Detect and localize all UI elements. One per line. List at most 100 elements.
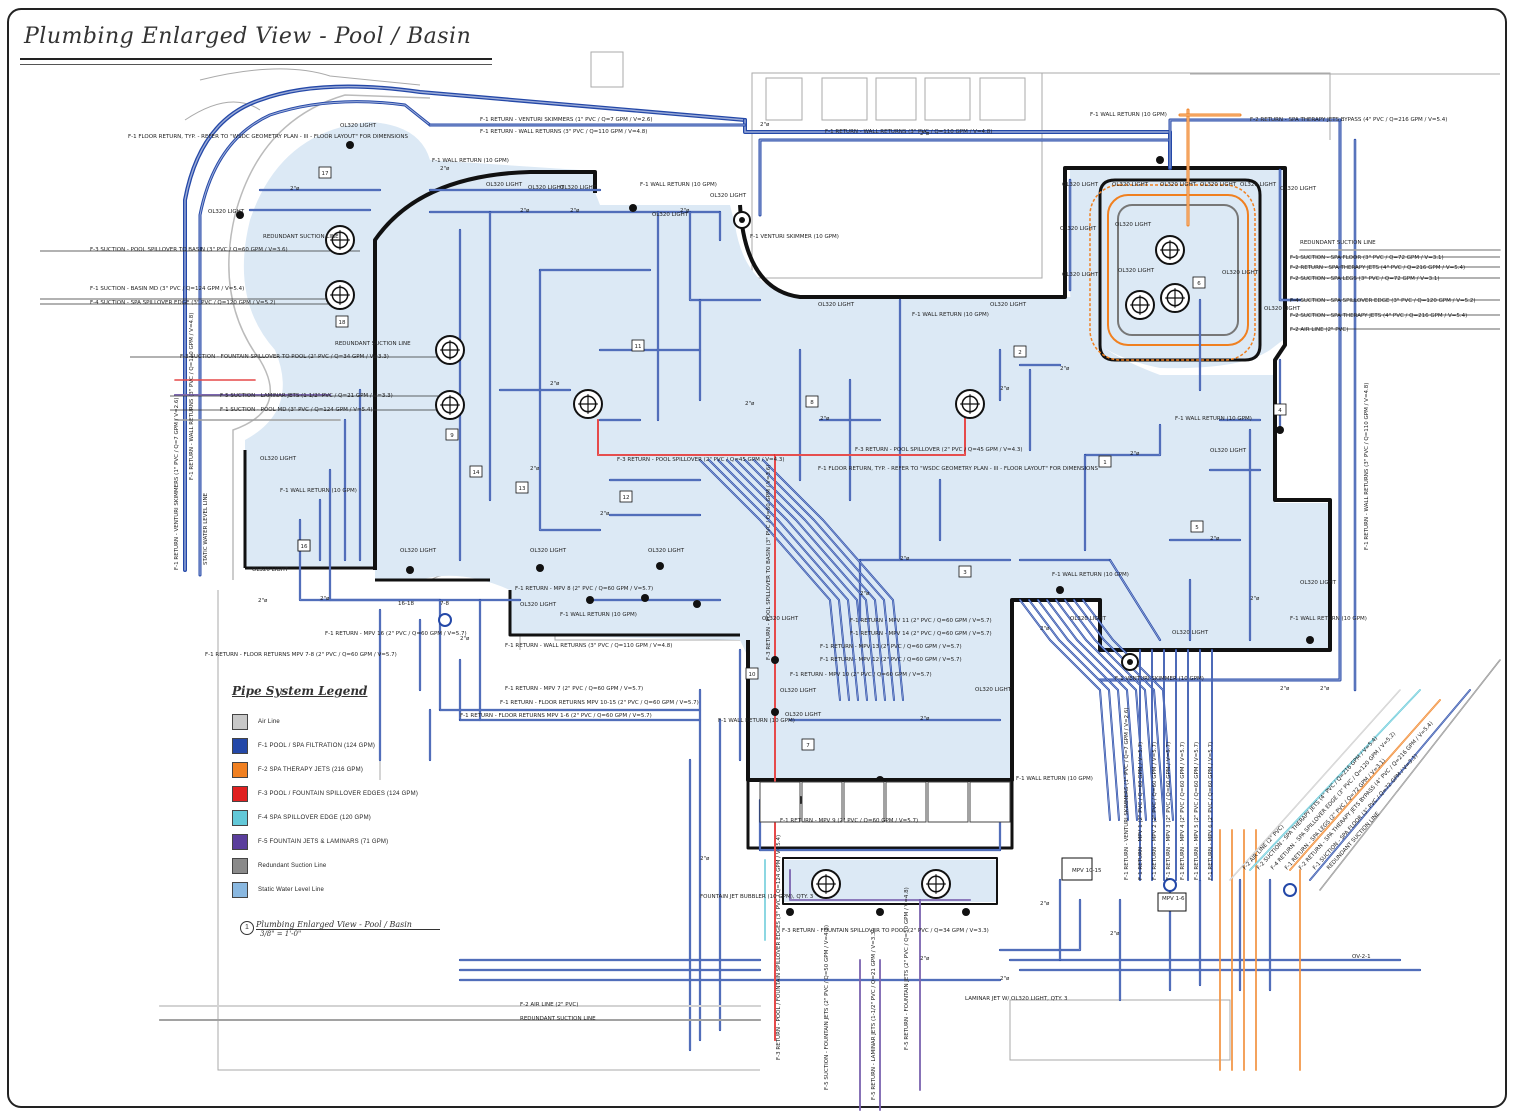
light-label-11: OL320 LIGHT xyxy=(1160,182,1197,188)
pipe-size-tag: 2"ø xyxy=(570,208,580,214)
fountain-compartment-1 xyxy=(801,781,843,823)
pipe-mpv-fan-6-core xyxy=(753,459,895,701)
pipe-return-64 xyxy=(998,898,1082,952)
pipe-spa-spill-diag-core xyxy=(1249,689,1421,871)
main-drain-5-cross xyxy=(960,394,980,414)
fountain-compartment-2 xyxy=(843,781,885,823)
pipe-floor-diag-core xyxy=(1309,689,1471,881)
pipe-size-tag: 2"ø xyxy=(530,466,540,472)
light-label-7: OL320 LIGHT xyxy=(818,302,855,308)
wall-return-label-5: F-1 WALL RETURN (10 GPM) xyxy=(1290,616,1367,622)
label-spa-therapy: F-2 RETURN - SPA THERAPY JETS (4" PVC / … xyxy=(1290,265,1465,271)
zone-tag-box xyxy=(745,667,759,680)
legend-swatch xyxy=(232,810,248,826)
light-label-12: OL320 LIGHT xyxy=(1200,182,1237,188)
pipe-mpv-fan-right-3-core xyxy=(1046,599,1138,821)
light-fixture-9 xyxy=(236,211,244,219)
venturi-skimmer-core-1 xyxy=(1127,659,1133,665)
annotation-labels: F-1 RETURN - VENTURI SKIMMERS (1" PVC / … xyxy=(90,117,1476,1100)
legend-label: F-4 SPA SPILLOVER EDGE (120 GPM) xyxy=(258,815,371,821)
light-label-15: OL320 LIGHT xyxy=(1062,272,1099,278)
label-wall-returns-right-v: F-1 RETURN - WALL RETURNS (3" PVC / Q=11… xyxy=(1364,383,1370,550)
drawing-title: Plumbing Enlarged View - Pool / Basin xyxy=(24,24,472,49)
fountain-compartment-4 xyxy=(927,781,969,823)
zone-tag-box xyxy=(958,565,972,578)
light-fixture-2 xyxy=(586,596,594,604)
light-label-0: OL320 LIGHT xyxy=(340,123,377,129)
light-label-22: OL320 LIGHT xyxy=(400,548,437,554)
zone-tag-label: 16 xyxy=(301,544,308,550)
label-mpv-1-6: MPV 1-6 xyxy=(1162,896,1185,902)
sheet-border xyxy=(7,8,1507,1108)
zone-tag-box xyxy=(1190,520,1204,533)
pipe-size-tag: 2"ø xyxy=(520,208,530,214)
main-drain-2-cross xyxy=(440,340,460,360)
wall-return-label-8: F-1 WALL RETURN (10 GPM) xyxy=(718,718,795,724)
zone-tag-label: 2 xyxy=(1018,350,1022,356)
label-suction-basin-md: F-1 SUCTION - BASIN MD (3" PVC / Q=124 G… xyxy=(90,286,244,292)
label-air-line-bottom: F-2 AIR LINE (2" PVC) xyxy=(520,1002,578,1008)
pipe-top-wall-core xyxy=(759,139,1171,216)
light-label-16: OL320 LIGHT xyxy=(1264,306,1301,312)
label-venturi-v: F-1 RETURN - VENTURI SKIMMERS (1" PVC / … xyxy=(174,398,180,571)
main-drain-7-cross xyxy=(1165,288,1185,308)
title-underline xyxy=(20,58,492,60)
light-label-2: OL320 LIGHT xyxy=(486,182,523,188)
light-label-23: OL320 LIGHT xyxy=(520,602,557,608)
main-drain-10-cross xyxy=(926,874,946,894)
pipe-size-tag: 2"ø xyxy=(1110,931,1120,937)
pipe-return-25-core xyxy=(1084,424,1161,456)
pipe-size-tag: 2"ø xyxy=(920,956,930,962)
light-fixture-12 xyxy=(1306,636,1314,644)
light-label-31: OL320 LIGHT xyxy=(975,687,1012,693)
pipe-return-32-core xyxy=(1109,559,1161,641)
label-spa-spill-edge: F-4 SUCTION - SPA SPILLOVER EDGE (3" PVC… xyxy=(1290,298,1476,304)
label-floor-return-note: F-1 FLOOR RETURN, TYP. - REFER TO "WSDC … xyxy=(128,134,408,140)
zone-tag-box xyxy=(445,428,459,441)
label-mpv-vertical: F-1 RETURN - MPV 6 (2" PVC / Q=60 GPM / … xyxy=(1208,742,1214,880)
pipe-spa-link-core xyxy=(1169,119,1341,169)
pipe-mpv-fan-2-core xyxy=(717,459,859,701)
label-wall-return-v: F-1 RETURN - WALL RETURNS (3" PVC / Q=11… xyxy=(189,313,195,480)
label-floor-returns-7-8: F-1 RETURN - FLOOR RETURNS MPV 7-8 (2" P… xyxy=(205,652,397,658)
label-mpv10: F-1 RETURN - MPV 10 (2" PVC / Q=60 GPM /… xyxy=(790,672,932,678)
legend-label: Static Water Level Line xyxy=(258,887,325,893)
zone-tag-box xyxy=(805,395,819,408)
light-fixture-19 xyxy=(876,908,884,916)
label-mpv7: F-1 RETURN - MPV 7 (2" PVC / Q=60 GPM / … xyxy=(505,686,643,692)
label-mpv-vertical: F-1 RETURN - MPV 5 (2" PVC / Q=60 GPM / … xyxy=(1194,742,1200,880)
zone-tag-label: 10 xyxy=(749,672,756,678)
pipe-mpv-fan-0-core xyxy=(699,459,841,701)
pipe-size-tag: 2"ø xyxy=(1000,976,1010,982)
title-underline-2 xyxy=(20,64,492,65)
light-fixture-0 xyxy=(536,564,544,572)
label-top-wall-right: F-1 RETURN - WALL RETURNS (3" PVC / Q=11… xyxy=(825,129,992,135)
zone-tag-label: 3 xyxy=(963,570,967,576)
light-fixture-10 xyxy=(629,204,637,212)
legend-swatch xyxy=(232,858,248,874)
zone-tag-box xyxy=(515,481,529,494)
light-label-28: OL320 LIGHT xyxy=(1172,630,1209,636)
label-suction-fountain: F-3 SUCTION - FOUNTAIN SPILLOVER TO POOL… xyxy=(180,354,389,360)
legend-row: F-5 FOUNTAIN JETS & LAMINARS (71 GPM) xyxy=(232,830,418,854)
zone-tag-box xyxy=(297,539,311,552)
light-label-19: OL320 LIGHT xyxy=(530,548,567,554)
label-mpv-7-8: 7-8 xyxy=(440,601,449,607)
pipe-mpv-fan-right-1-core xyxy=(1028,599,1120,821)
label-spa-legs: F-2 SUCTION - SPA LEGS (3" PVC / Q=72 GP… xyxy=(1290,276,1439,282)
mpv-valve-2 xyxy=(1283,883,1297,897)
light-fixture-20 xyxy=(962,908,970,916)
legend-row: Air Line xyxy=(232,710,418,734)
pipe-size-tag: 2"ø xyxy=(920,716,930,722)
label-floor-returns-1-6: F-1 RETURN - FLOOR RETURNS MPV 1-6 (2" P… xyxy=(460,713,652,719)
legend-label: Air Line xyxy=(258,719,280,725)
view-title: Plumbing Enlarged View - Pool / Basin xyxy=(256,920,412,929)
wall-return-label-2: F-1 WALL RETURN (10 GPM) xyxy=(640,182,717,188)
light-label-3: OL320 LIGHT xyxy=(528,185,565,191)
wall-return-label-6: F-1 WALL RETURN (10 GPM) xyxy=(1052,572,1129,578)
legend-swatch xyxy=(232,714,248,730)
legend-swatch xyxy=(232,762,248,778)
main-drain-0-cross xyxy=(330,230,350,250)
legend-row: F-1 POOL / SPA FILTRATION (124 GPM) xyxy=(232,734,418,758)
